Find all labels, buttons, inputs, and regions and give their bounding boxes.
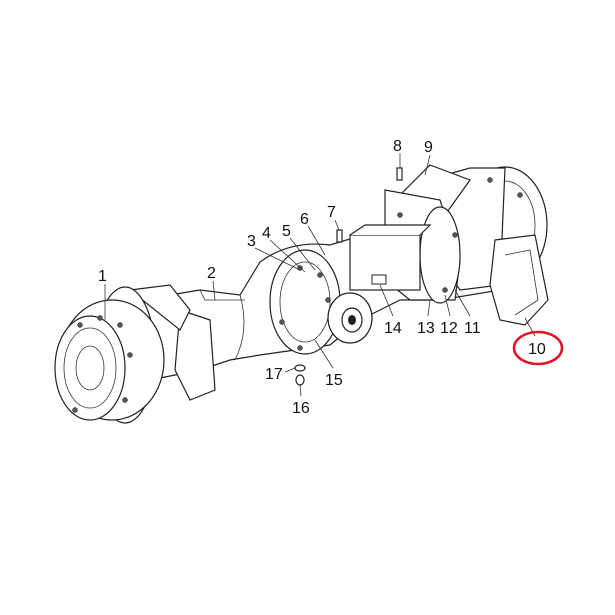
callout-11: 11 [464,320,481,337]
callout-7: 7 [327,204,336,221]
small-parts [294,167,403,386]
callout-1: 1 [98,268,107,285]
leader-lines [104,153,536,397]
callout-5: 5 [282,223,291,240]
callout-13: 13 [417,320,435,337]
callout-4: 4 [262,225,271,242]
callout-17: 17 [265,366,283,383]
callout-14: 14 [384,320,402,337]
callout-12: 12 [440,320,458,337]
callout-labels: 1 2 3 4 5 6 7 8 9 10 11 12 13 14 15 16 1… [98,138,546,417]
highlight-circle [512,330,564,366]
callout-16: 16 [292,400,310,417]
brake-caliper-left [128,284,216,401]
callout-10: 10 [528,341,546,358]
callout-3: 3 [247,233,256,250]
differential-carrier [349,189,461,304]
bolts [72,177,523,413]
left-hub [54,286,165,424]
callout-8: 8 [393,138,402,155]
brake-caliper-right [489,234,549,326]
callout-9: 9 [424,139,433,156]
callout-15: 15 [325,372,343,389]
callout-2: 2 [207,265,216,282]
callout-6: 6 [300,211,309,228]
